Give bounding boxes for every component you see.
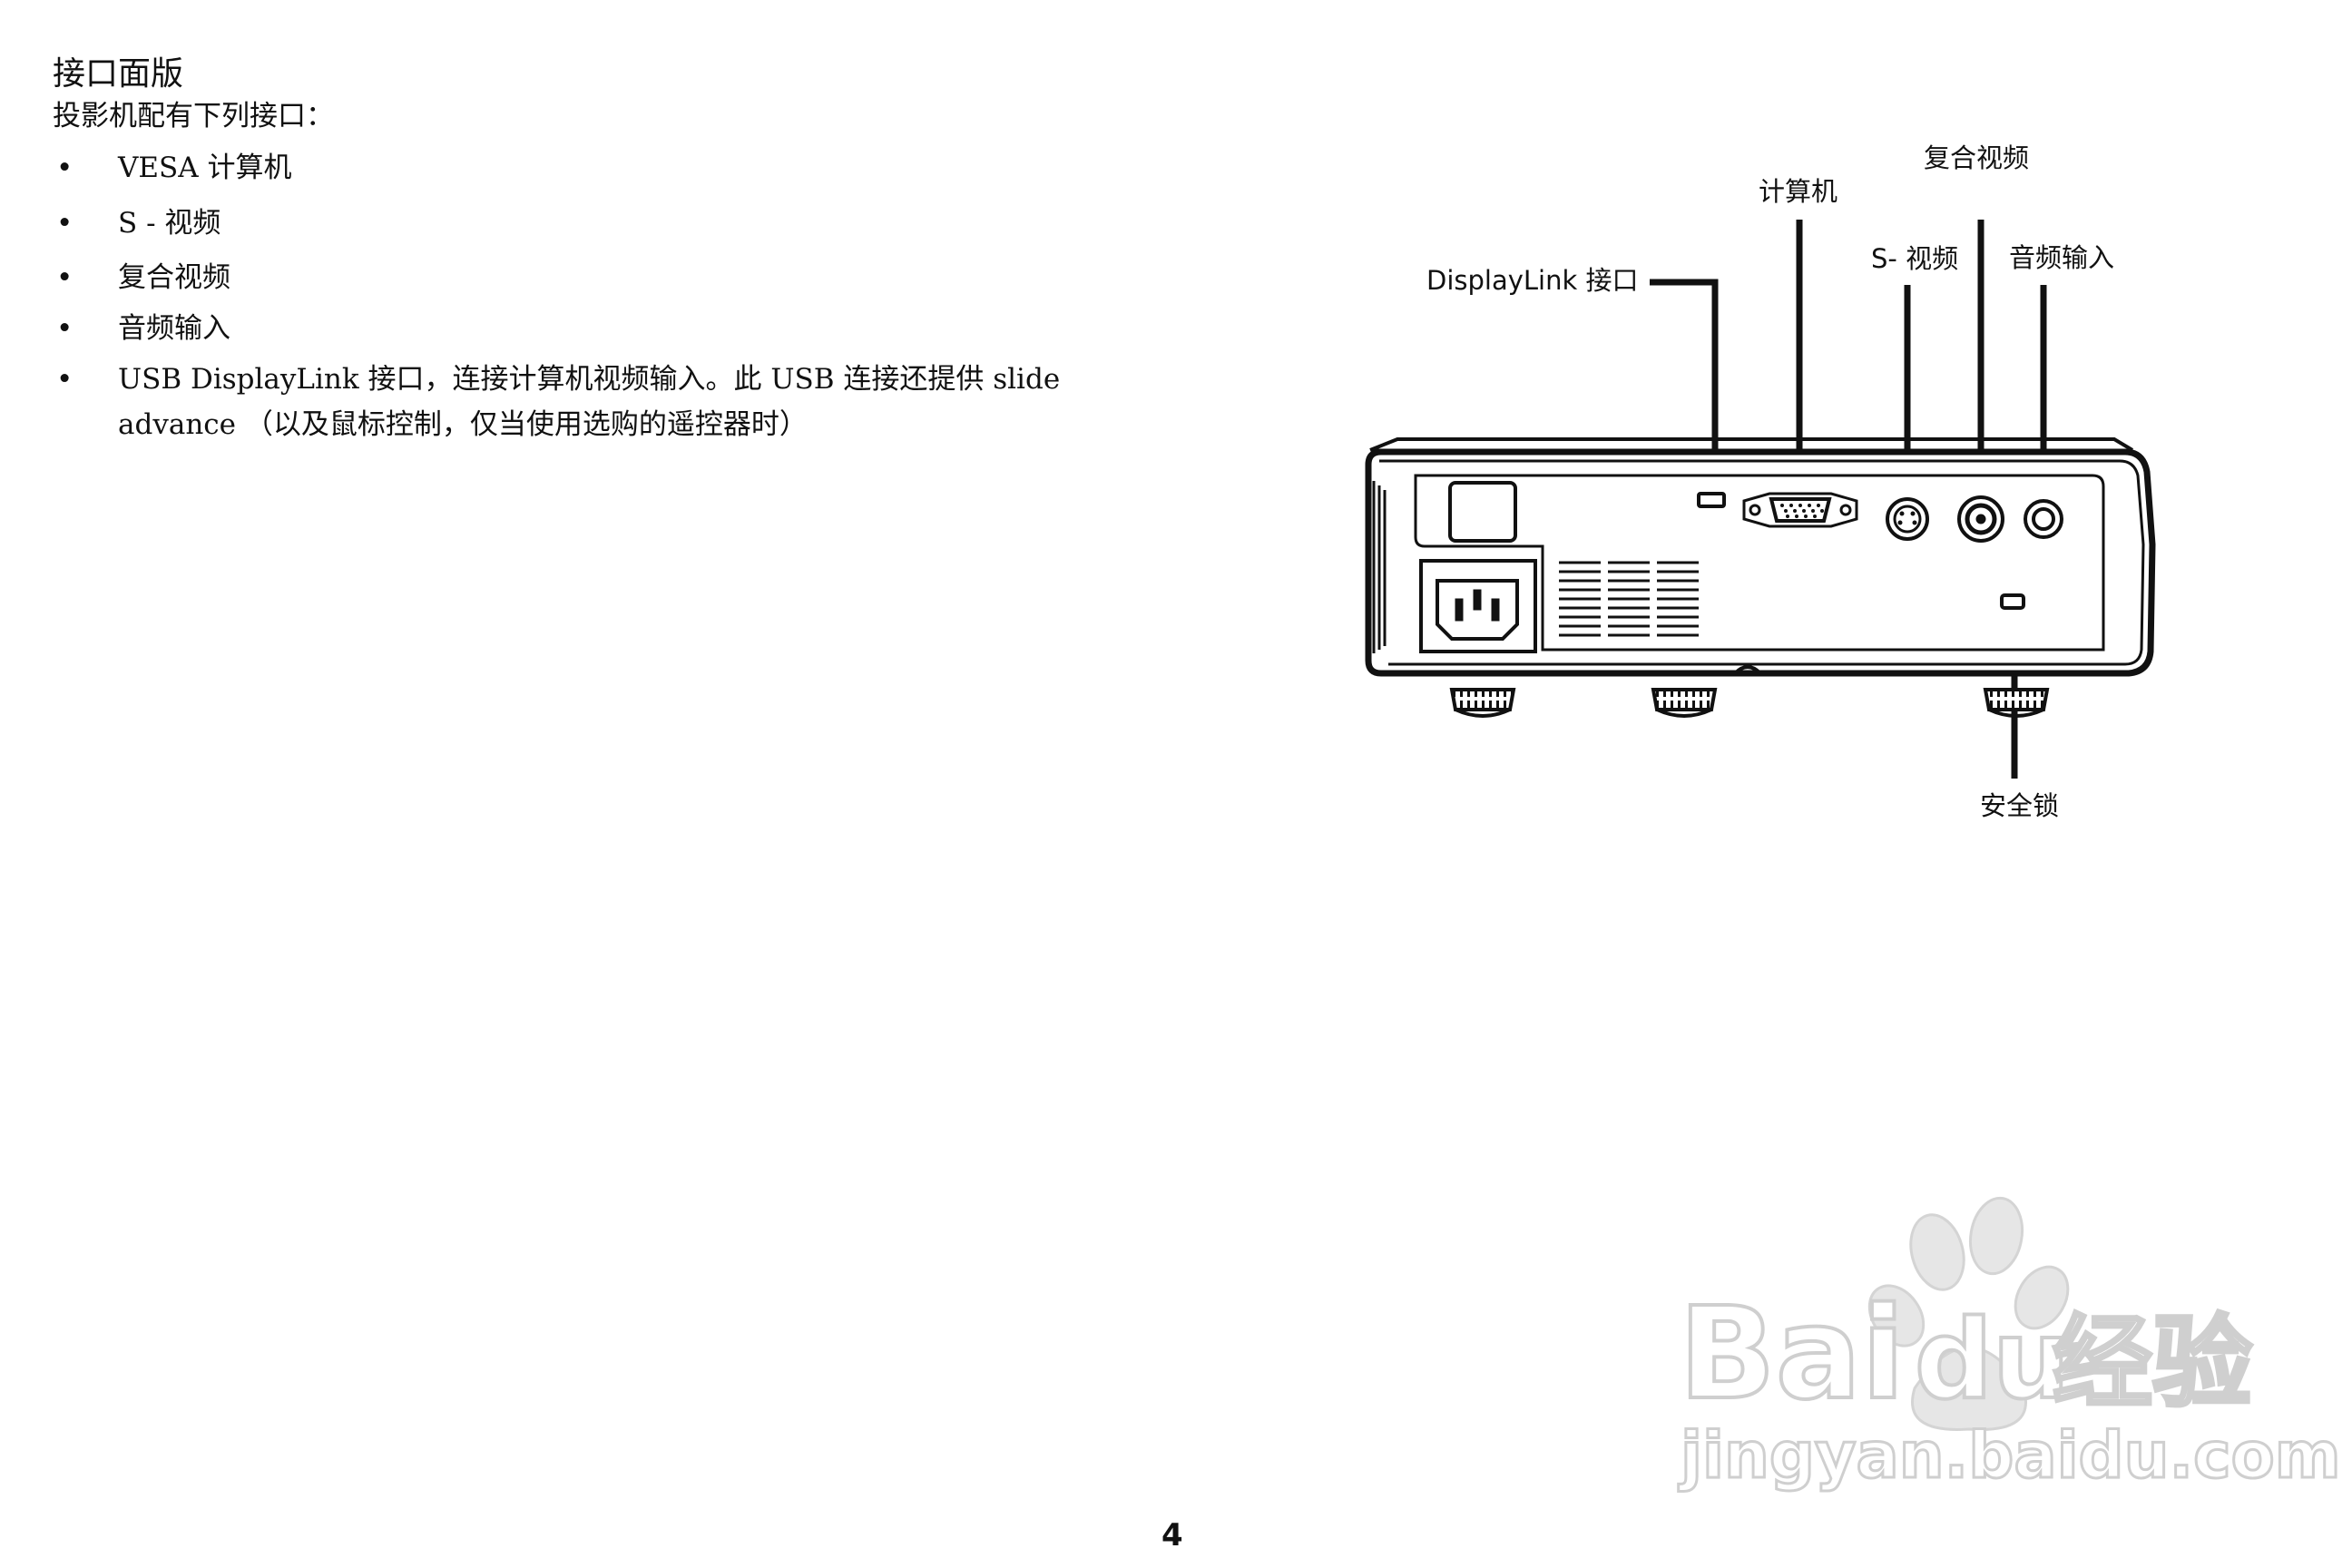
callout-label-displaylink: DisplayLink 接口 — [1426, 265, 1639, 296]
section-intro: 投影机配有下列接口： — [53, 100, 334, 132]
watermark-brand-tail: du — [1915, 1298, 2070, 1424]
bullet-icon: • — [56, 363, 74, 396]
callout-label-composite: 复合视频 — [1924, 142, 2029, 173]
list-item-text: 音频输入 — [118, 312, 230, 345]
usb-port — [1697, 492, 1726, 508]
bullet-icon: • — [56, 207, 74, 240]
watermark-service: 经验 — [2053, 1305, 2252, 1421]
paw-logo-icon — [1867, 1196, 2070, 1431]
power-inlet — [1419, 559, 1537, 653]
rear-vents — [1559, 561, 1699, 637]
watermark-brand: Bai — [1679, 1280, 1905, 1428]
projector-body — [1365, 437, 2156, 718]
callout-label-audio: 音频输入 — [2009, 242, 2114, 273]
callout-label-computer: 计算机 — [1759, 176, 1838, 207]
side-vent — [1372, 481, 1387, 653]
list-item: • USB DisplayLink 接口，连接计算机视频输入。此 USB 连接还提… — [53, 357, 1123, 447]
vga-port — [1742, 492, 1858, 528]
callout-label-security: 安全锁 — [1980, 790, 2059, 821]
connector-list: • VESA 计算机 • S - 视频 • 复合视频 • 音频输入 • USB Displ… — [53, 145, 1123, 447]
list-item: • VESA 计算机 — [53, 145, 1123, 191]
projector-feet — [1449, 688, 2050, 718]
svideo-port — [1886, 497, 1929, 541]
callout-label-svideo: S- 视频 — [1871, 243, 1958, 274]
list-item-text: S - 视频 — [118, 207, 221, 240]
page-number: 4 — [1161, 1517, 1183, 1553]
watermark-url: jingyan.baidu.com — [1678, 1418, 2341, 1493]
section-title: 接口面版 — [53, 55, 184, 93]
security-slot — [2000, 593, 2025, 610]
composite-port — [1957, 495, 2004, 543]
list-item: • 复合视频 — [53, 255, 1123, 300]
list-item: • S - 视频 — [53, 201, 1123, 246]
bullet-icon: • — [56, 312, 74, 345]
list-item-text: USB DisplayLink 接口，连接计算机视频输入。此 USB 连接还提供… — [118, 363, 1061, 441]
list-item-text: VESA 计算机 — [118, 152, 292, 184]
leader-line-displaylink — [1650, 279, 1719, 497]
bullet-icon: • — [56, 152, 74, 184]
list-item: • 音频输入 — [53, 306, 1123, 351]
bullet-icon: • — [56, 261, 74, 294]
list-item-text: 复合视频 — [118, 261, 230, 294]
lamp-door — [1448, 481, 1517, 543]
audio-port — [2024, 499, 2063, 539]
